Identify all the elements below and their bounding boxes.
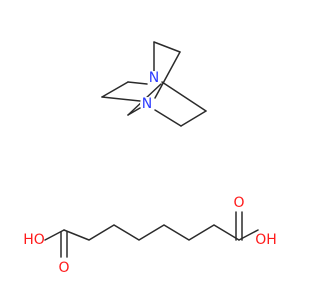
bond-mid-n4 — [127, 107, 141, 116]
dabco-nitrogen-top-label: N — [149, 70, 159, 86]
bond-right-lower — [180, 110, 207, 127]
right-acid-oh-bond — [238, 229, 259, 241]
suberic-acid-molecule: HO O O OH — [23, 195, 277, 276]
right-carbonyl-oxygen-label: O — [233, 195, 244, 211]
right-hydroxyl-label: OH — [255, 232, 277, 248]
structure-canvas: N N HO O O OH — [23, 41, 277, 276]
left-hydroxyl-label: HO — [23, 232, 45, 248]
bond-lower-n1 — [161, 81, 207, 112]
bond-n4-right — [154, 109, 182, 127]
bond-right-n4 — [154, 51, 181, 99]
bond-down-n4a — [101, 96, 141, 102]
alkyl-chain — [63, 224, 240, 241]
dabco-molecule: N N — [101, 41, 207, 127]
chemical-structure-diagram: N N HO O O OH — [23, 41, 277, 276]
dabco-nitrogen-bottom-label: N — [142, 96, 152, 112]
bond-up-right — [153, 41, 181, 53]
bond-left-down — [101, 81, 129, 98]
left-carbonyl-oxygen-label: O — [58, 260, 69, 276]
bond-n1-left — [127, 81, 148, 85]
